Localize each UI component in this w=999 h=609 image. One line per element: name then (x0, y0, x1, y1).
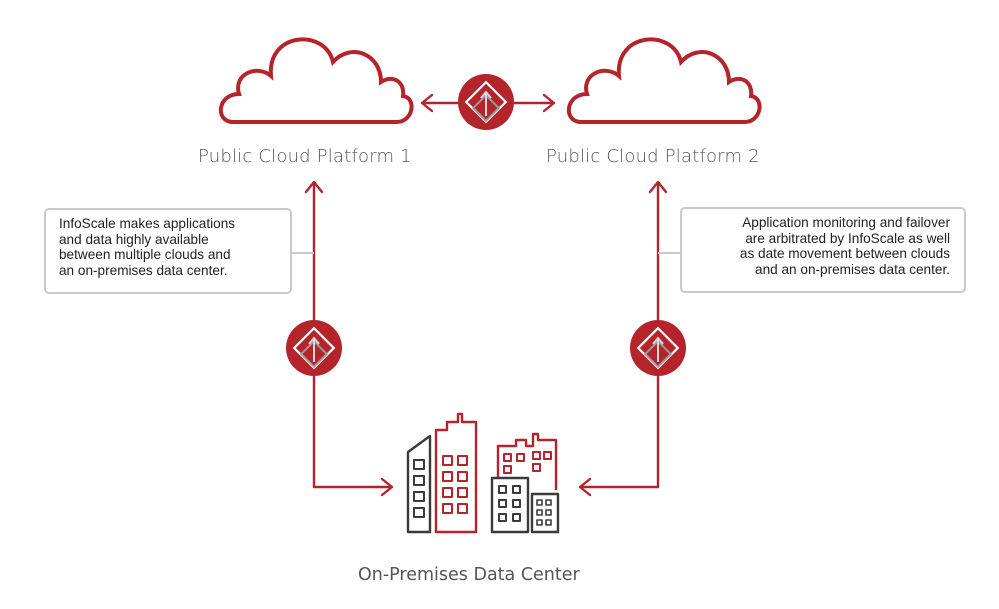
arrowhead-right (542, 93, 556, 113)
arrowhead-left-dc (578, 477, 592, 497)
callout-left-line: between multiple clouds and (59, 247, 231, 262)
infoscale-badge-icon (284, 318, 344, 378)
callout-left-line: and data highly available (59, 231, 209, 247)
callout-right-line: Application monitoring and failover (742, 215, 950, 230)
infoscale-badge-icon (628, 318, 688, 378)
cloud-icon (218, 37, 414, 124)
datacenter-label: On-Premises Data Center (358, 565, 580, 585)
callout-left-line: InfoScale makes applications (59, 216, 236, 231)
callout-left: InfoScale makes applications and data hi… (44, 208, 292, 294)
cloud-label-1: Public Cloud Platform 1 (198, 146, 412, 167)
callout-right-line: are arbitrated by InfoScale as well (745, 230, 950, 246)
arrowhead-up-left (304, 180, 324, 194)
callout-right-line: and an on-premises data center. (755, 261, 950, 277)
callout-right-line: as date movement between clouds (739, 246, 950, 261)
callout-right: Application monitoring and failover are … (680, 207, 966, 293)
office-buildings-icon (406, 412, 560, 534)
arrowhead-left (420, 93, 434, 113)
callout-left-line: an on-premises data center. (59, 262, 228, 278)
arrowhead-up-right (648, 180, 668, 194)
cloud-icon (566, 37, 762, 124)
cloud-label-2: Public Cloud Platform 2 (546, 146, 760, 167)
infoscale-badge-icon (456, 72, 516, 132)
arrowhead-right-dc (380, 477, 394, 497)
